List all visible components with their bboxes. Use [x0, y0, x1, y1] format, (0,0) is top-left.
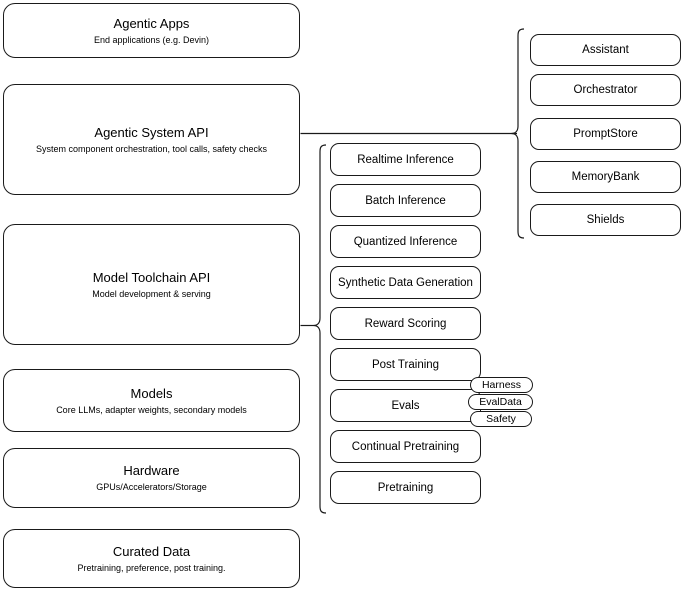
layer-title: Models [130, 385, 173, 401]
toolchain-box-continual-pretraining[interactable]: Continual Pretraining [330, 430, 481, 463]
toolchain-box-synthetic-data-generation[interactable]: Synthetic Data Generation [330, 266, 481, 299]
toolchain-box-batch-inference[interactable]: Batch Inference [330, 184, 481, 217]
toolchain-label: Synthetic Data Generation [338, 276, 473, 289]
eval-badge-evaldata[interactable]: EvalData [468, 394, 533, 410]
layer-box-curated-data[interactable]: Curated Data Pretraining, preference, po… [3, 529, 300, 588]
brace-system-components [511, 28, 525, 239]
layer-subtitle: GPUs/Accelerators/Storage [96, 482, 207, 492]
toolchain-box-reward-scoring[interactable]: Reward Scoring [330, 307, 481, 340]
toolchain-box-evals[interactable]: Evals [330, 389, 481, 422]
eval-badge-safety[interactable]: Safety [470, 411, 532, 427]
layer-box-agentic-apps[interactable]: Agentic Apps End applications (e.g. Devi… [3, 3, 300, 58]
toolchain-box-post-training[interactable]: Post Training [330, 348, 481, 381]
toolchain-label: Post Training [371, 358, 440, 371]
system-box-memorybank[interactable]: MemoryBank [530, 161, 681, 193]
system-label: Shields [586, 214, 625, 226]
toolchain-box-quantized-inference[interactable]: Quantized Inference [330, 225, 481, 258]
layer-box-agentic-system-api[interactable]: Agentic System API System component orch… [3, 84, 300, 195]
layer-box-hardware[interactable]: Hardware GPUs/Accelerators/Storage [3, 448, 300, 508]
system-box-shields[interactable]: Shields [530, 204, 681, 236]
system-box-assistant[interactable]: Assistant [530, 34, 681, 66]
toolchain-label: Realtime Inference [357, 153, 454, 166]
toolchain-box-pretraining[interactable]: Pretraining [330, 471, 481, 504]
layer-subtitle: Pretraining, preference, post training. [77, 562, 226, 573]
system-box-orchestrator[interactable]: Orchestrator [530, 74, 681, 106]
layer-title: Agentic System API [94, 124, 209, 140]
layer-subtitle: Core LLMs, adapter weights, secondary mo… [56, 404, 247, 415]
system-label: Orchestrator [573, 84, 638, 96]
toolchain-label: Reward Scoring [364, 317, 447, 330]
system-label: Assistant [582, 44, 629, 56]
toolchain-label: Quantized Inference [353, 235, 458, 248]
eval-badge-label: EvalData [479, 396, 522, 408]
system-label: PromptStore [573, 128, 638, 140]
layer-box-model-toolchain-api[interactable]: Model Toolchain API Model development & … [3, 224, 300, 345]
eval-badge-label: Safety [486, 413, 516, 425]
layer-subtitle: Model development & serving [92, 288, 211, 299]
toolchain-box-realtime-inference[interactable]: Realtime Inference [330, 143, 481, 176]
system-box-promptstore[interactable]: PromptStore [530, 118, 681, 150]
layer-title: Model Toolchain API [92, 269, 211, 285]
eval-badge-label: Harness [481, 379, 522, 391]
toolchain-label: Evals [391, 399, 420, 412]
layer-title: Hardware [123, 463, 180, 478]
layer-subtitle: System component orchestration, tool cal… [35, 143, 268, 154]
brace-toolchain-components [313, 144, 327, 514]
layer-title: Agentic Apps [113, 15, 190, 31]
system-label: MemoryBank [571, 171, 640, 183]
layer-box-models[interactable]: Models Core LLMs, adapter weights, secon… [3, 369, 300, 432]
eval-badge-harness[interactable]: Harness [470, 377, 533, 393]
toolchain-label: Pretraining [377, 481, 434, 494]
layer-subtitle: End applications (e.g. Devin) [93, 34, 210, 45]
toolchain-label: Continual Pretraining [351, 440, 460, 453]
layer-title: Curated Data [112, 543, 191, 559]
toolchain-label: Batch Inference [365, 194, 446, 207]
